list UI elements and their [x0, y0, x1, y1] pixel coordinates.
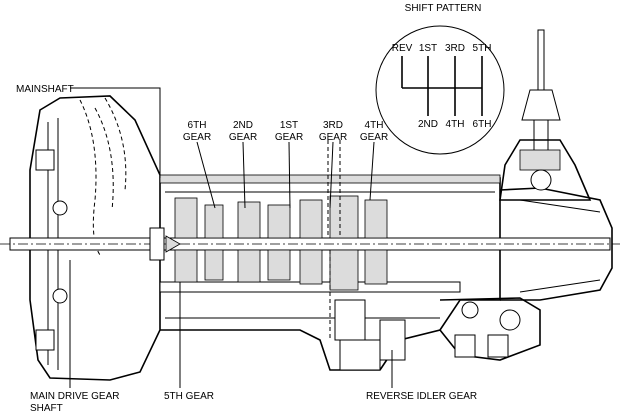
gear-6th-label-line1: 6TH: [188, 120, 207, 131]
shift-lever-tower: [499, 29, 592, 201]
gear-3rd-label-line1: 3RD: [323, 120, 343, 131]
shift-3rd-label: 3RD: [445, 43, 465, 54]
shift-6th-label: 6TH: [473, 119, 492, 130]
shift-pattern-gate: [401, 56, 483, 116]
gear-6th-label-line2: GEAR: [183, 132, 211, 143]
shift-pattern-title: SHIFT PATTERN: [405, 3, 482, 14]
mainshaft: [0, 237, 620, 251]
shift-forks: [327, 140, 341, 340]
rear-lower-housing: [439, 297, 541, 361]
shift-1st-label: 1ST: [419, 43, 437, 54]
shift-pattern-circle: [375, 25, 505, 155]
mainshaft-label: MAINSHAFT: [16, 84, 74, 95]
gear-set-lower: [174, 249, 388, 291]
main-drive-gear-label-line2: SHAFT: [30, 403, 63, 414]
reverse-idler-gear-label: REVERSE IDLER GEAR: [366, 391, 477, 402]
gear-4th-label-line1: 4TH: [365, 120, 384, 131]
gear-1st-label-line2: GEAR: [275, 132, 303, 143]
main-drive-gear-label-line1: MAIN DRIVE GEAR: [30, 391, 119, 402]
gear-set-upper: [174, 195, 388, 239]
shift-5th-label: 5TH: [473, 43, 492, 54]
leader-lines: [70, 87, 161, 178]
shift-rev-label: REV: [392, 43, 413, 54]
gear-1st-label-line1: 1ST: [280, 120, 298, 131]
reverse-idler-gear: [334, 299, 406, 371]
extension-housing: [499, 187, 613, 301]
gear-3rd-label-line2: GEAR: [319, 132, 347, 143]
input-bearing: [149, 227, 181, 261]
gear-2nd-label-line2: GEAR: [229, 132, 257, 143]
gear-4th-label-line2: GEAR: [360, 132, 388, 143]
gear-2nd-label-line1: 2ND: [233, 120, 253, 131]
shift-2nd-label: 2ND: [418, 119, 438, 130]
shift-4th-label: 4TH: [446, 119, 465, 130]
gear-5th-label: 5TH GEAR: [164, 391, 214, 402]
